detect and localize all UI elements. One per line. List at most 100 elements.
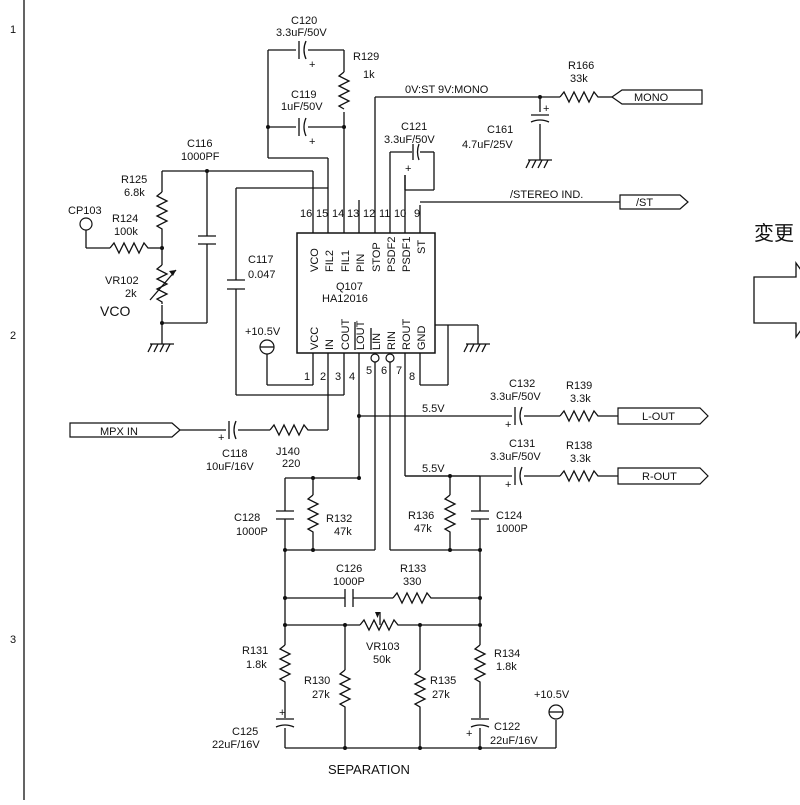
- ic-pin-num-6: 6: [381, 365, 387, 377]
- junction: [448, 548, 452, 552]
- ground-c161-symbol: [525, 159, 552, 169]
- c132-ref: C132: [509, 378, 535, 390]
- vr102-symbol: [155, 264, 169, 304]
- ic-pin-num-14: 14: [332, 208, 344, 220]
- svg-text:+: +: [309, 59, 315, 71]
- cp103-ref: CP103: [68, 205, 102, 217]
- c118-ref: C118: [222, 448, 247, 460]
- r133-value: 330: [403, 576, 421, 588]
- ground-ic-symbol: [463, 340, 490, 353]
- c131-symbol: +: [505, 466, 523, 491]
- svg-text:+: +: [505, 419, 511, 431]
- vr103-symbol: [359, 618, 400, 632]
- c125-symbol: +: [275, 707, 295, 728]
- ic-pin-num-9: 9: [414, 208, 420, 220]
- junction: [311, 548, 315, 552]
- r134-symbol: [473, 644, 487, 685]
- c126-ref: C126: [336, 563, 362, 575]
- junction: [205, 169, 209, 173]
- c161-ref: C161: [487, 124, 513, 136]
- junction: [343, 746, 347, 750]
- junction: [357, 476, 361, 480]
- ic-pin-name-lin: LIN: [371, 333, 383, 350]
- vr102-value: 2k: [125, 288, 137, 300]
- c128-ref: C128: [234, 512, 260, 524]
- l-out-port: [617, 407, 709, 425]
- r129-ref: R129: [353, 51, 379, 63]
- junction: [160, 321, 164, 325]
- ic-gnd-wires: [419, 324, 479, 386]
- ic-pin-name-gnd: GND: [416, 326, 428, 351]
- r138-value: 3.3k: [570, 453, 591, 465]
- r124-symbol: [109, 241, 150, 255]
- l-out-label: L-OUT: [642, 411, 675, 423]
- c117-symbol: [227, 279, 245, 290]
- supply-left-wires: [266, 354, 314, 386]
- c116-value: 1000PF: [181, 151, 220, 163]
- ic-pin-name-st: ST: [416, 240, 428, 254]
- ic-pin-num-8: 8: [409, 371, 415, 383]
- r129-symbol: [337, 71, 351, 110]
- fil-network-wires: [267, 49, 345, 160]
- r139-value: 3.3k: [570, 393, 591, 405]
- c132-symbol: +: [505, 406, 523, 431]
- vr102-arrow: [169, 270, 176, 276]
- r166-symbol: [559, 90, 600, 104]
- c120-symbol: +: [298, 40, 315, 71]
- ic-part: HA12016: [322, 293, 368, 305]
- ic-pin-name-cout: COUT: [340, 319, 352, 350]
- c161-symbol: +: [530, 103, 549, 123]
- junction: [283, 548, 287, 552]
- r131-symbol: [278, 644, 292, 685]
- r131-ref: R131: [242, 645, 268, 657]
- ic-pin-name-lout: LOUT: [355, 320, 367, 350]
- ic-pin-name-vco: VCO: [309, 248, 321, 272]
- r125-symbol: [155, 191, 169, 232]
- ic-pin-6-open: [385, 353, 395, 363]
- ic-body: [296, 232, 436, 354]
- c124-ref: C124: [496, 510, 522, 522]
- c128-value: 1000P: [236, 526, 268, 538]
- svg-text:+: +: [309, 136, 315, 148]
- r-out-port: [617, 467, 709, 485]
- c120-value: 3.3uF/50V: [276, 27, 327, 39]
- svg-text:+: +: [218, 432, 224, 444]
- ic-pin-num-7: 7: [396, 365, 402, 377]
- junction: [342, 125, 346, 129]
- ic-pin-name-fil2: FIL2: [324, 250, 336, 272]
- row-label-1: 1: [10, 24, 16, 36]
- ic-top-pin-leads: [312, 97, 421, 233]
- c117-wires: [235, 187, 345, 396]
- row-label-2: 2: [10, 330, 16, 342]
- r130-symbol: [338, 669, 352, 710]
- c116-symbol: [198, 235, 216, 245]
- junction: [311, 476, 315, 480]
- junction: [448, 474, 452, 478]
- ic-pin-num-5: 5: [366, 365, 372, 377]
- c131-value: 3.3uF/50V: [490, 451, 541, 463]
- r138-ref: R138: [566, 440, 592, 452]
- separation-label: SEPARATION: [328, 762, 410, 777]
- c120-ref: C120: [291, 15, 317, 27]
- r124-value: 100k: [114, 226, 138, 238]
- vr102-ref: VR102: [105, 275, 139, 287]
- r125-ref: R125: [121, 174, 147, 186]
- vco-network-wires: [85, 170, 314, 340]
- ic-pin-name-psdf2: PSDF2: [386, 237, 398, 272]
- ic-pin-num-1: 1: [304, 371, 310, 383]
- r131-value: 1.8k: [246, 659, 267, 671]
- r134-ref: R134: [494, 648, 520, 660]
- junction: [478, 746, 482, 750]
- ic-pin-5-open: [370, 353, 380, 363]
- ic-pin-num-12: 12: [363, 208, 375, 220]
- vr103-wiper-arrow: [375, 612, 380, 618]
- r-out-label: R-OUT: [642, 471, 677, 483]
- r129-value: 1k: [363, 69, 375, 81]
- supply-right-label: +10.5V: [534, 689, 570, 701]
- ic-pin-num-2: 2: [320, 371, 326, 383]
- j140-value: 220: [282, 458, 300, 470]
- c121-value: 3.3uF/50V: [384, 134, 435, 146]
- mono-note: 0V:ST 9V:MONO: [405, 84, 489, 96]
- ic-pin-name-psdf1: PSDF1: [401, 237, 413, 272]
